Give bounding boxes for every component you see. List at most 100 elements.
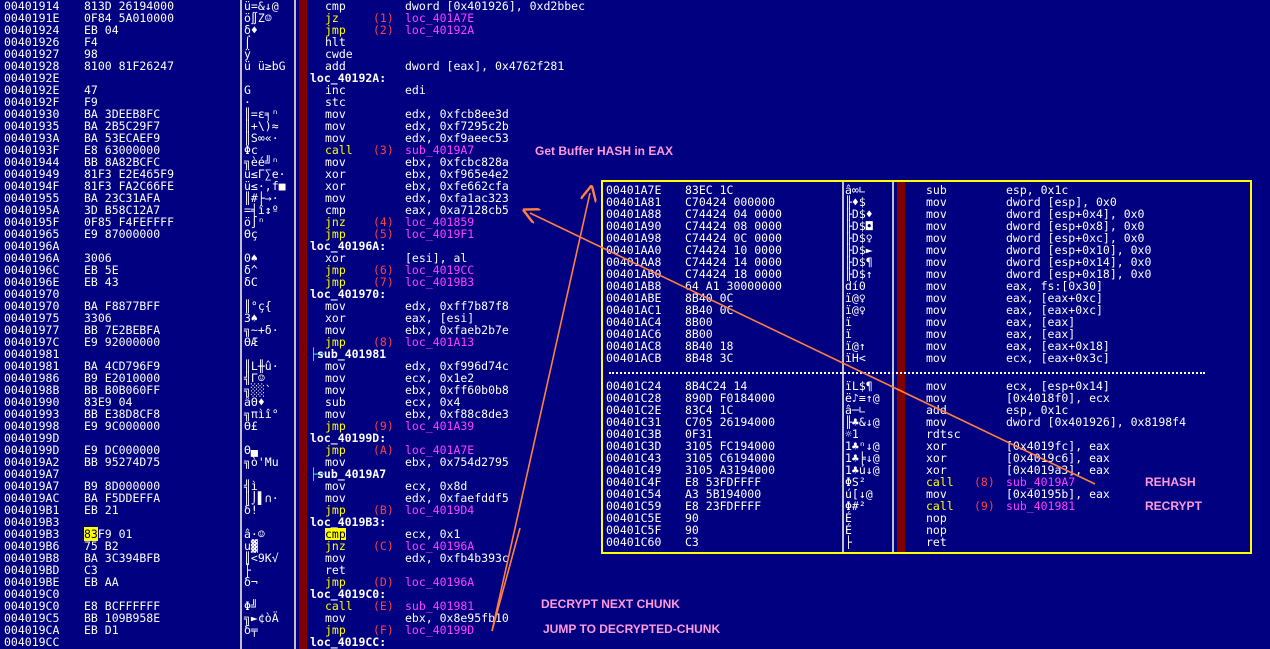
branch-target[interactable]: loc_40196A (405, 575, 475, 589)
branch-target[interactable]: loc_4019B3 (405, 275, 475, 289)
mnemonic: sub (926, 183, 947, 197)
branch-target[interactable]: loc_40196A (405, 539, 475, 553)
branch-target[interactable]: loc_40192A (405, 23, 475, 37)
mnemonic: hlt (325, 35, 346, 49)
address: 0040198B (4, 383, 60, 397)
operands: esp, 0x1c (1006, 183, 1069, 197)
branch-target[interactable]: sub_401981 (405, 599, 475, 613)
opcode-bytes: 8B48 3C (685, 351, 734, 365)
location-label[interactable]: loc_4019C0: (310, 587, 387, 601)
branch-index: (5) (373, 227, 394, 241)
location-label[interactable]: loc_40196A: (310, 239, 387, 253)
address: 00401928 (4, 59, 60, 73)
branch-target[interactable]: sub_4019A7 (405, 143, 475, 157)
branch-target[interactable]: loc_4019D4 (405, 503, 475, 517)
location-label[interactable]: loc_40192A: (310, 71, 387, 85)
branch-target[interactable]: loc_4019CC (405, 263, 475, 277)
branch-index: (7) (373, 275, 394, 289)
branch-target[interactable]: loc_401A7E (405, 443, 475, 457)
mnemonic: add (325, 59, 346, 73)
listing-row[interactable]: 00401981├─ sub_401981 (0, 348, 600, 360)
branch-target[interactable]: loc_401859 (405, 215, 475, 229)
address: 004019AC (4, 491, 60, 505)
listing-row[interactable]: 004019A7├─ sub_4019A7 (0, 468, 600, 480)
branch-target[interactable]: loc_401A13 (405, 335, 475, 349)
location-label[interactable]: loc_4019B3: (310, 515, 387, 529)
mnemonic: jnz (325, 215, 346, 229)
address: 004019BE (4, 575, 60, 589)
location-label[interactable]: loc_401970: (310, 287, 387, 301)
branch-target[interactable]: sub_401981 (1006, 499, 1076, 513)
branch-target[interactable]: loc_4019F1 (405, 227, 475, 241)
location-label[interactable]: loc_40199D: (310, 431, 387, 445)
address: 004019C0 (4, 599, 60, 613)
opcode-bytes: EB AA (84, 575, 119, 589)
branch-target[interactable]: loc_401A7E (405, 11, 475, 25)
location-label[interactable]: loc_4019CC: (310, 635, 387, 649)
address: 00401981 (4, 359, 60, 373)
subroutine-label[interactable]: sub_401981 (317, 347, 387, 361)
branch-target[interactable]: loc_40199D (405, 623, 475, 637)
address: 00401990 (4, 395, 60, 409)
mnemonic: mov (325, 131, 346, 145)
subroutine-label[interactable]: sub_4019A7 (317, 467, 387, 481)
branch-target[interactable]: loc_401A39 (405, 419, 475, 433)
ascii-dump: ╗ò'Mu (244, 455, 279, 469)
